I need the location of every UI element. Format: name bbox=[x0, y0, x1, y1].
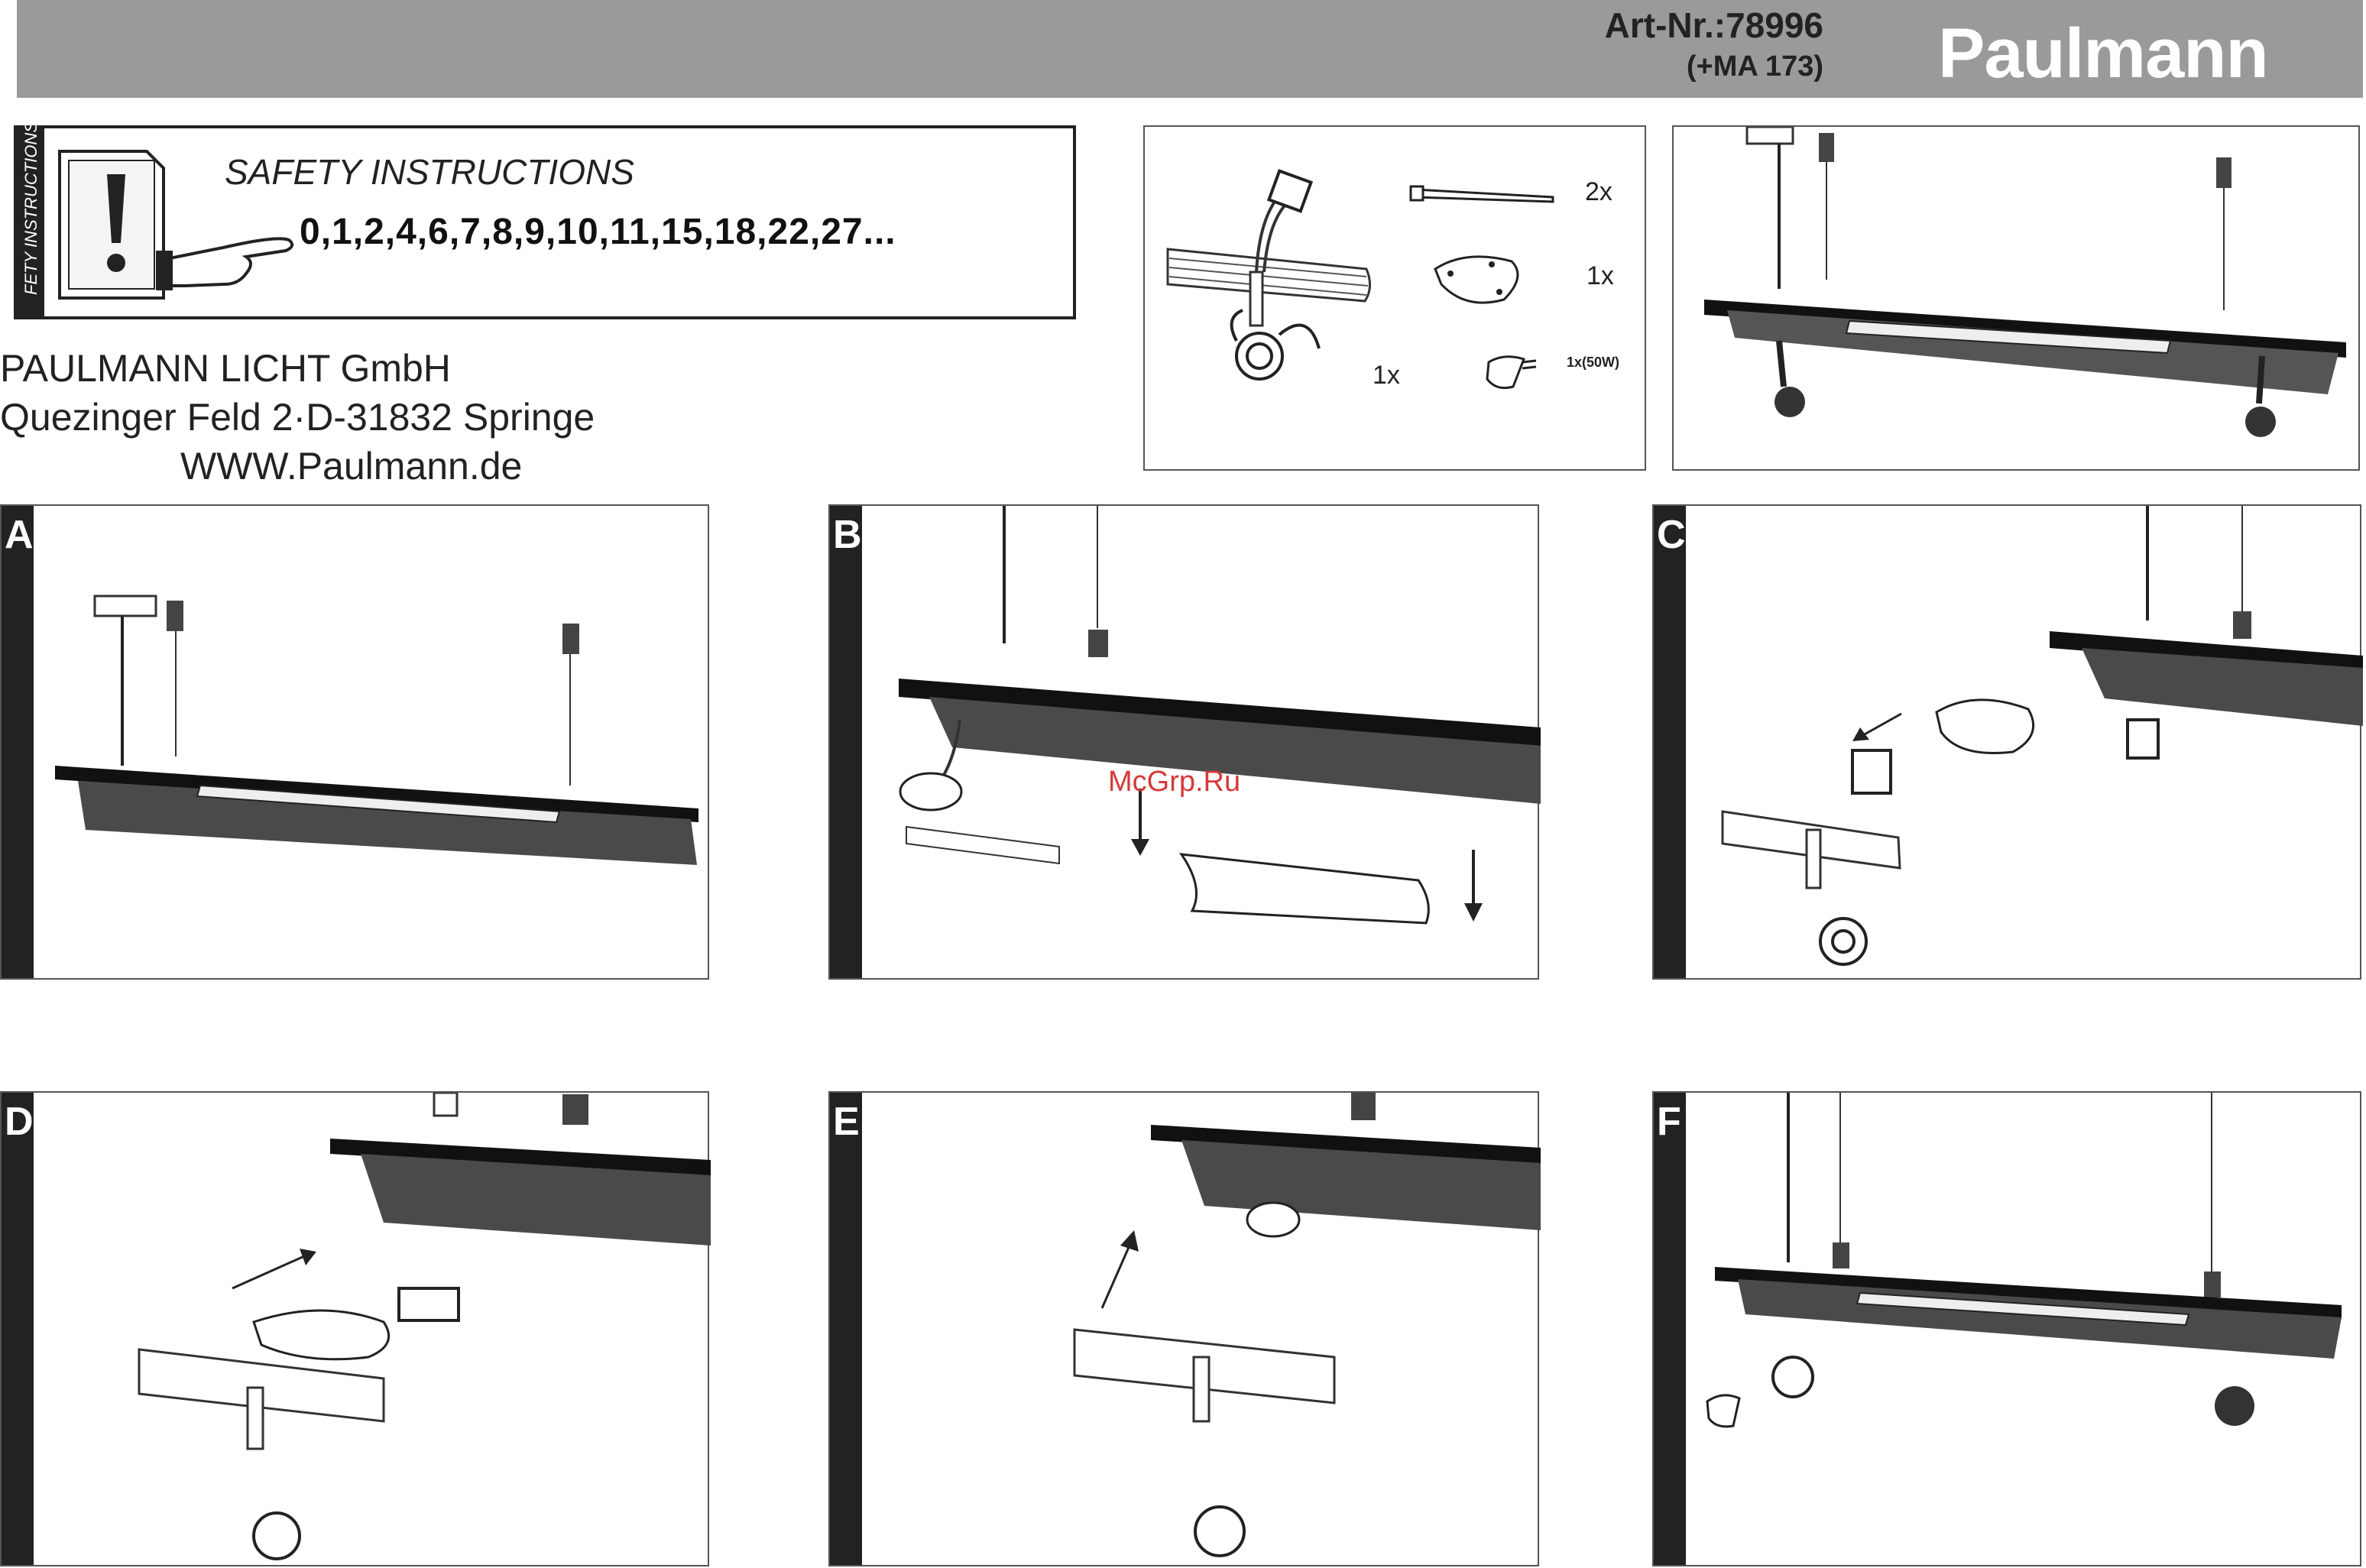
accessory-number: (+MA 173) bbox=[1687, 50, 1823, 83]
step-panel-c: C bbox=[1652, 504, 2361, 980]
watermark: McGrp.Ru bbox=[1108, 766, 1240, 799]
step-panel-a: A bbox=[0, 504, 709, 980]
company-street: Quezinger Feld 2·D-31832 Springe bbox=[0, 393, 595, 442]
cover-plate-qty: 1x bbox=[1587, 261, 1614, 291]
brand-logo: Paulmann bbox=[1938, 14, 2268, 94]
safety-numbers: 0,1,2,4,6,7,8,9,10,11,15,18,22,27... bbox=[300, 211, 896, 253]
article-number: Art-Nr.:78996 bbox=[1605, 5, 1823, 46]
safety-instructions-box: FETY INSTRUCTIONS SAFETY INSTRUCTIONS 0,… bbox=[14, 125, 1076, 319]
step-e-illustration bbox=[830, 1093, 1541, 1568]
company-website[interactable]: WWW.Paulmann.de bbox=[0, 442, 595, 491]
overview-panel bbox=[1672, 125, 2360, 471]
step-a-illustration bbox=[2, 506, 711, 981]
parts-illustration bbox=[1145, 127, 1648, 472]
step-f-illustration bbox=[1654, 1093, 2363, 1568]
company-address: PAULMANN LICHT GmbH Quezinger Feld 2·D-3… bbox=[0, 344, 595, 491]
step-panel-d: D bbox=[0, 1091, 709, 1566]
step-panel-f: F bbox=[1652, 1091, 2361, 1566]
step-b-illustration bbox=[830, 506, 1541, 981]
step-panel-b: B bbox=[828, 504, 1539, 980]
safety-title: SAFETY INSTRUCTIONS bbox=[225, 151, 634, 193]
cable-tie-qty: 2x bbox=[1585, 177, 1612, 207]
overview-illustration bbox=[1674, 127, 2361, 472]
company-name: PAULMANN LICHT GmbH bbox=[0, 344, 595, 393]
spot-qty: 1x bbox=[1373, 361, 1400, 390]
parts-panel: 2x 1x 1x 1x(50W) bbox=[1143, 125, 1646, 471]
step-d-illustration bbox=[2, 1093, 711, 1568]
lamp-qty: 1x(50W) bbox=[1567, 355, 1619, 371]
step-c-illustration bbox=[1654, 506, 2363, 981]
step-panel-e: E bbox=[828, 1091, 1539, 1566]
